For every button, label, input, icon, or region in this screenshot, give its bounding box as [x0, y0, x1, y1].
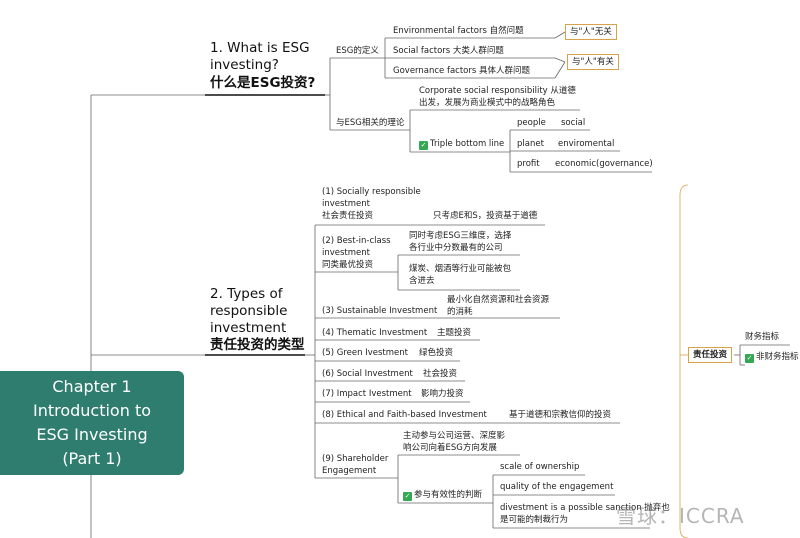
root-node[interactable]: Chapter 1 Introduction to ESG Investing … — [0, 371, 184, 475]
t6-label[interactable]: (6) Social Investment — [322, 369, 413, 379]
b2-title-2[interactable]: responsible — [210, 303, 288, 319]
tbl-enviromental[interactable]: enviromental — [558, 139, 615, 149]
t7-label[interactable]: (7) Impact Ivestment — [322, 389, 412, 399]
root-line2: Introduction to — [32, 401, 152, 420]
non-financial-label: 非财务指标 — [756, 352, 799, 362]
csr-line2[interactable]: 出发，发展为商业模式中的战略角色 — [419, 98, 556, 108]
theory-label[interactable]: 与ESG相关的理论 — [336, 118, 405, 128]
tbl-social[interactable]: social — [561, 118, 586, 128]
b1-title-cn[interactable]: 什么是ESG投资? — [210, 75, 316, 91]
tbl-profit[interactable]: profit — [517, 159, 540, 169]
t2-l1[interactable]: (2) Best-in-class — [322, 236, 391, 246]
def-item-gov[interactable]: Governance factors 具体人群问题 — [393, 66, 531, 76]
t3-note1[interactable]: 最小化自然资源和社会资源 — [447, 295, 550, 305]
t8-label[interactable]: (8) Ethical and Faith-based Investment — [322, 410, 487, 420]
t5-label[interactable]: (5) Green Ivestment — [322, 348, 408, 358]
t6-note[interactable]: 社会投资 — [423, 369, 458, 379]
b1-title-en-1[interactable]: 1. What is ESG — [210, 40, 310, 56]
responsible-investment-box[interactable]: 责任投资 — [688, 347, 733, 363]
b1-title-en-2[interactable]: investing? — [210, 57, 279, 73]
non-financial-node[interactable]: ✓非财务指标 — [745, 352, 799, 363]
t4-note[interactable]: 主题投资 — [437, 328, 472, 338]
tag-unrelated-to-people[interactable]: 与"人"无关 — [565, 24, 617, 40]
t1-l1[interactable]: (1) Socially responsible — [322, 187, 421, 197]
t9-scale[interactable]: scale of ownership — [500, 462, 580, 472]
tbl-label: Triple bottom line — [430, 139, 505, 149]
csr-line1[interactable]: Corporate social responsibility 从道德 — [419, 86, 576, 96]
t9-note1a[interactable]: 主动参与公司运营、深度影 — [403, 431, 506, 441]
t2-note2a[interactable]: 煤炭、烟酒等行业可能被包 — [409, 264, 512, 274]
t1-l2[interactable]: investment — [322, 199, 370, 209]
tbl-economic[interactable]: economic(governance) — [555, 159, 653, 169]
financial-indicators[interactable]: 财务指标 — [745, 332, 780, 342]
t2-l2[interactable]: investment — [322, 248, 370, 258]
t2-note1a[interactable]: 同时考虑ESG三维度，选择 — [409, 231, 512, 241]
b2-title-3[interactable]: investment — [210, 320, 287, 336]
check-icon: ✓ — [419, 141, 428, 150]
t9-l1[interactable]: (9) Shareholder — [322, 454, 389, 464]
tbl-node[interactable]: ✓Triple bottom line — [419, 139, 504, 150]
t9-note1b[interactable]: 响公司向着ESG方向发展 — [403, 443, 497, 453]
t1-l3[interactable]: 社会责任投资 — [322, 211, 374, 221]
check-icon: ✓ — [403, 492, 412, 501]
def-item-env[interactable]: Environmental factors 自然问题 — [393, 26, 524, 36]
watermark: 雪球：ICCRA — [616, 504, 745, 528]
b2-title-cn[interactable]: 责任投资的类型 — [210, 337, 305, 353]
root-line4: (Part 1) — [62, 449, 122, 468]
root-line3: ESG Investing — [36, 425, 148, 444]
t9-eff-node[interactable]: ✓参与有效性的判断 — [403, 490, 482, 501]
t9-div-1[interactable]: divestment is a possible sanction 抛弃也 — [500, 503, 670, 513]
t3-label[interactable]: (3) Sustainable Investment — [322, 306, 438, 316]
t4-label[interactable]: (4) Thematic Investment — [322, 328, 428, 338]
t9-div-2[interactable]: 是可能的制裁行为 — [500, 515, 569, 525]
def-item-social[interactable]: Social factors 大类人群问题 — [393, 46, 504, 56]
b2-title-1[interactable]: 2. Types of — [210, 286, 283, 302]
t9-quality[interactable]: quality of the engagement — [500, 482, 614, 492]
t2-l3[interactable]: 同类最优投资 — [322, 260, 374, 270]
tag-related-to-people[interactable]: 与"人"有关 — [567, 54, 619, 70]
t5-note[interactable]: 绿色投资 — [419, 348, 454, 358]
check-icon: ✓ — [745, 354, 754, 363]
t9-l2[interactable]: Engagement — [322, 466, 377, 476]
t2-note2b[interactable]: 含进去 — [409, 276, 435, 286]
root-line1: Chapter 1 — [52, 377, 132, 396]
t7-note[interactable]: 影响力投资 — [421, 389, 464, 399]
t9-eff-label: 参与有效性的判断 — [414, 490, 483, 500]
t3-note2[interactable]: 的消耗 — [447, 307, 473, 317]
t2-note1b[interactable]: 各行业中分数最有的公司 — [409, 243, 503, 253]
t1-note[interactable]: 只考虑E和S，投资基于道德 — [433, 211, 538, 221]
t8-note[interactable]: 基于道德和宗教信仰的投资 — [509, 410, 612, 420]
tbl-people[interactable]: people — [517, 118, 546, 128]
def-label[interactable]: ESG的定义 — [336, 46, 379, 56]
tbl-planet[interactable]: planet — [517, 139, 544, 149]
